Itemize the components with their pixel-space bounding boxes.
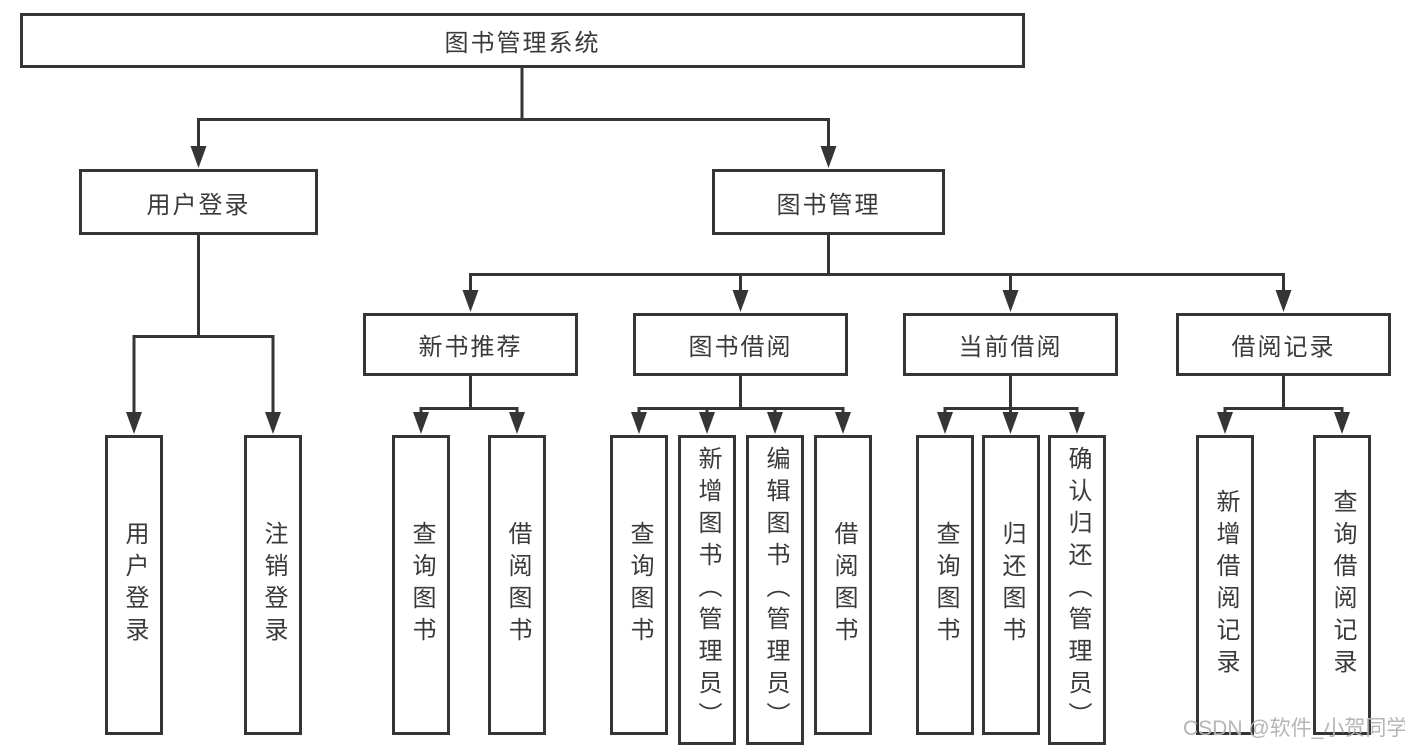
node-root-system: 图书管理系统	[20, 13, 1025, 68]
node-label: 当前借阅	[958, 334, 1063, 361]
node-new-book-recommend: 新书推荐	[363, 313, 578, 376]
leaf-borrow-books-recommend: 借阅图书	[488, 435, 546, 735]
node-current-borrowing: 当前借阅	[903, 313, 1118, 376]
leaf-query-borrow-record: 查询借阅记录	[1313, 435, 1371, 735]
leaf-label: 注销登录	[260, 521, 287, 649]
leaf-add-borrow-record: 新增借阅记录	[1196, 435, 1254, 735]
node-label: 借阅记录	[1231, 334, 1336, 361]
leaf-label: 查询图书	[408, 521, 435, 649]
leaf-label: 归还图书	[998, 521, 1025, 649]
leaf-confirm-return-admin: 确认归还（管理员）	[1048, 435, 1106, 745]
leaf-label: 新增图书（管理员）	[694, 446, 721, 734]
leaf-borrow-books: 借阅图书	[814, 435, 872, 735]
arrowheads	[126, 146, 1350, 434]
leaf-query-books-recommend: 查询图书	[392, 435, 450, 735]
leaf-return-books: 归还图书	[982, 435, 1040, 735]
leaf-label: 借阅图书	[830, 521, 857, 649]
node-borrow-records: 借阅记录	[1176, 313, 1391, 376]
node-label: 图书借阅	[688, 334, 793, 361]
csdn-watermark: CSDN @软件_小贺同学	[1183, 717, 1405, 740]
leaf-label: 编辑图书（管理员）	[762, 446, 789, 734]
leaf-label: 借阅图书	[504, 521, 531, 649]
leaf-query-books-borrow: 查询图书	[610, 435, 668, 735]
leaf-add-books-admin: 新增图书（管理员）	[678, 435, 736, 745]
leaf-label: 查询图书	[932, 521, 959, 649]
node-label: 新书推荐	[418, 334, 523, 361]
leaf-user-login: 用户登录	[105, 435, 163, 735]
leaf-label: 确认归还（管理员）	[1064, 446, 1091, 734]
leaf-label: 用户登录	[121, 521, 148, 649]
node-label: 图书管理	[776, 191, 881, 219]
node-book-management: 图书管理	[712, 169, 945, 235]
node-user-login: 用户登录	[79, 169, 318, 235]
node-label: 用户登录	[146, 191, 251, 219]
leaf-label: 查询图书	[626, 521, 653, 649]
leaf-logout: 注销登录	[244, 435, 302, 735]
leaf-label: 新增借阅记录	[1212, 489, 1239, 681]
leaf-label: 查询借阅记录	[1329, 489, 1356, 681]
node-book-borrowing: 图书借阅	[633, 313, 848, 376]
leaf-edit-books-admin: 编辑图书（管理员）	[746, 435, 804, 745]
leaf-query-books-current: 查询图书	[916, 435, 974, 735]
node-root-label: 图书管理系统	[444, 30, 601, 57]
